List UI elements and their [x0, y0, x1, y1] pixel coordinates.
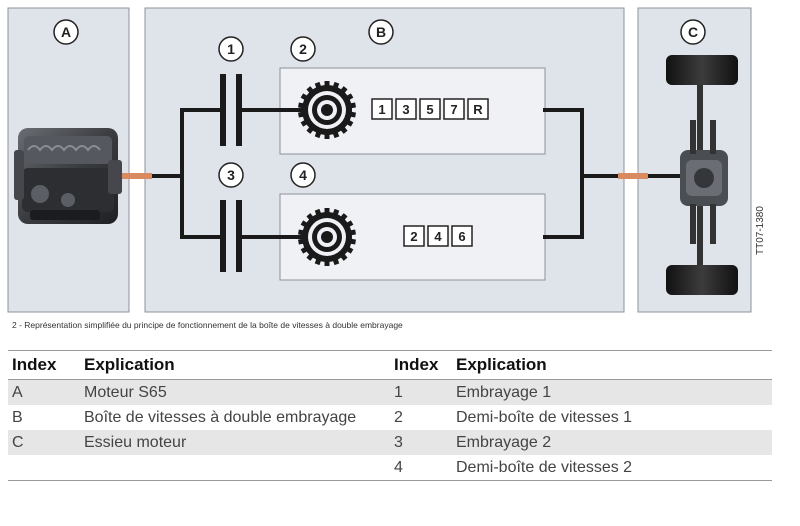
gear-box-4: 4 [427, 225, 449, 247]
cell-explication: Boîte de vitesses à double embrayage [84, 409, 357, 426]
gear-number: R [473, 102, 483, 117]
clutch-2 [220, 200, 242, 272]
drive-axle-icon [666, 55, 738, 295]
header-index-2: Index [390, 350, 452, 380]
section-label-a: A [53, 19, 79, 45]
section-label-b: B [368, 19, 394, 45]
cell-explication: Demi-boîte de vitesses 1 [456, 409, 633, 426]
cell-explication [80, 455, 390, 481]
gear-number: 2 [410, 229, 417, 244]
callout-2: 2 [290, 36, 316, 62]
gear-box-6: 6 [451, 225, 473, 247]
callout-4: 4 [290, 162, 316, 188]
svg-text:B: B [376, 24, 386, 40]
cell-index [8, 455, 80, 481]
cell-index: 3 [390, 430, 452, 455]
callout-1: 1 [218, 36, 244, 62]
cell-index: B [12, 409, 23, 426]
gears-lower: 2 4 6 [403, 225, 473, 247]
gear-wheel-upper-icon [298, 81, 356, 139]
table-row: 4 Demi-boîte de vitesses 2 [8, 455, 772, 481]
table-row: A Moteur S65 1 Embrayage 1 [8, 379, 772, 405]
gear-wheel-lower-icon [298, 208, 356, 266]
cell-explication: Embrayage 1 [452, 379, 772, 405]
legend-header-row: Index Explication Index Explication [8, 350, 772, 380]
header-explication-1: Explication [80, 350, 390, 380]
gear-number: 5 [426, 102, 433, 117]
legend-table: Index Explication Index Explication A Mo… [8, 350, 772, 481]
gear-box-7: 7 [443, 98, 465, 120]
gear-number: 1 [378, 102, 385, 117]
gears-upper: 1 3 5 7 R [371, 98, 489, 120]
coupling-axle [618, 173, 648, 179]
cell-explication: Demi-boîte de vitesses 2 [452, 455, 772, 481]
gear-box-3: 3 [395, 98, 417, 120]
header-index-1: Index [8, 350, 80, 380]
svg-text:A: A [61, 24, 71, 40]
svg-text:C: C [688, 24, 698, 40]
cell-index: 1 [390, 379, 452, 405]
gear-number: 7 [450, 102, 457, 117]
cell-index: 2 [394, 409, 403, 426]
clutch-1 [220, 74, 242, 146]
coupling-engine [120, 173, 152, 179]
callout-3: 3 [218, 162, 244, 188]
header-explication-2: Explication [452, 350, 772, 380]
gear-box-2: 2 [403, 225, 425, 247]
dct-diagram: 1 3 5 7 R 2 4 6 A B C 1 [7, 7, 752, 313]
cell-explication: Embrayage 2 [452, 430, 772, 455]
gear-number: 6 [458, 229, 465, 244]
cell-index: A [8, 379, 80, 405]
cell-index: C [8, 430, 80, 455]
section-label-c: C [680, 19, 706, 45]
svg-text:2: 2 [299, 41, 307, 57]
gear-number: 3 [402, 102, 409, 117]
table-row: B Boîte de vitesses à double embrayage 2… [8, 405, 772, 430]
figure-caption: 2 - Représentation simplifiée du princip… [12, 320, 403, 330]
figure-id: TT07-1380 [755, 206, 766, 255]
gear-box-R: R [467, 98, 489, 120]
gear-box-5: 5 [419, 98, 441, 120]
cell-explication: Moteur S65 [80, 379, 390, 405]
svg-text:4: 4 [299, 167, 307, 183]
cell-explication: Essieu moteur [80, 430, 390, 455]
svg-text:3: 3 [227, 167, 235, 183]
gear-number: 4 [434, 229, 442, 244]
engine-icon [14, 128, 122, 224]
cell-index: 4 [390, 455, 452, 481]
table-row: C Essieu moteur 3 Embrayage 2 [8, 430, 772, 455]
svg-text:1: 1 [227, 41, 235, 57]
gear-box-1: 1 [371, 98, 393, 120]
